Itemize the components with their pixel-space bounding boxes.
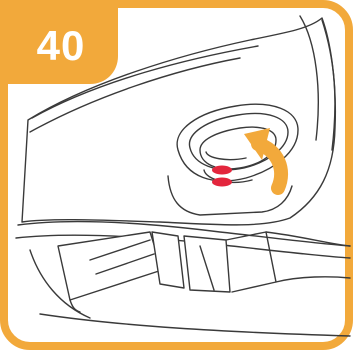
left-leg-plate xyxy=(58,232,162,300)
indicator-dot-upper xyxy=(212,166,232,175)
center-leg xyxy=(152,232,184,288)
floor-line xyxy=(40,314,350,336)
platform-edge xyxy=(276,277,350,282)
right-leg-side xyxy=(226,232,276,292)
indicator-dot-lower xyxy=(212,178,232,187)
right-leg-front xyxy=(184,236,230,292)
product-line-drawing xyxy=(16,16,350,336)
